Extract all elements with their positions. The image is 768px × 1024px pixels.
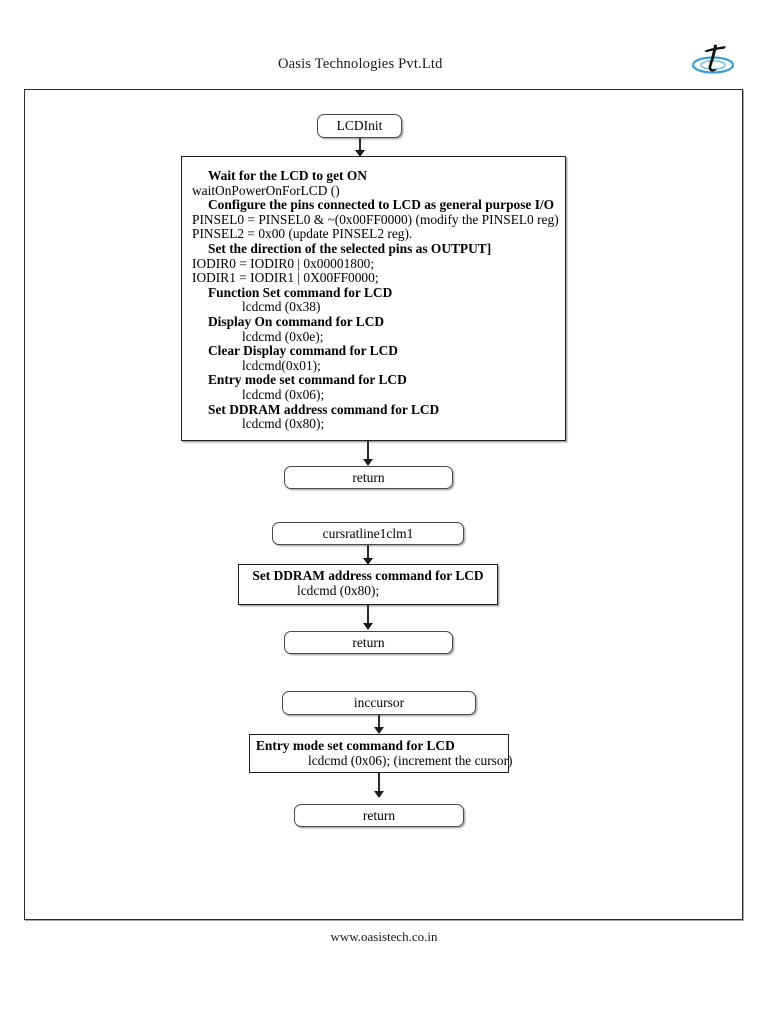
node-init-process[interactable]: Wait for the LCD to get ON waitOnPowerOn… bbox=[181, 156, 566, 441]
proc-line: PINSEL0 = PINSEL0 & ~(0x00FF0000) (modif… bbox=[192, 211, 559, 227]
node-lcdinit[interactable]: LCDInit bbox=[317, 114, 402, 138]
proc-line: lcdcmd (0x38) bbox=[242, 299, 321, 315]
proc-line: lcdcmd (0x0e); bbox=[242, 328, 324, 344]
node-return-3[interactable]: return bbox=[294, 804, 464, 827]
footer-website: www.oasistech.co.in bbox=[330, 929, 438, 944]
proc-line: Clear Display command for LCD bbox=[208, 343, 398, 359]
connector-lcdinit-to-init bbox=[359, 138, 361, 155]
node-cursratline1clm1-label: cursratline1clm1 bbox=[322, 525, 414, 541]
node-return-1[interactable]: return bbox=[284, 466, 453, 489]
page-header: Oasis Technologies Pvt.Ltd bbox=[0, 0, 768, 89]
proc-line: lcdcmd (0x80); bbox=[242, 416, 325, 432]
proc-line: IODIR1 = IODIR1 | 0X00FF0000; bbox=[192, 270, 379, 286]
proc-line: IODIR0 = IODIR0 | 0x00001800; bbox=[192, 255, 375, 271]
proc-line: Display On command for LCD bbox=[208, 313, 385, 329]
proc-line: lcdcmd (0x06); bbox=[242, 386, 325, 402]
node-cursratline1clm1[interactable]: cursratline1clm1 bbox=[272, 522, 464, 545]
connector-ddram-to-return2 bbox=[367, 605, 369, 626]
proc-line: Entry mode set command for LCD bbox=[208, 372, 407, 388]
arrowhead-ddram bbox=[363, 558, 373, 565]
proc-line: Function Set command for LCD bbox=[208, 284, 393, 300]
proc-line: lcdcmd(0x01); bbox=[242, 357, 321, 373]
node-ddram-process[interactable]: Set DDRAM address command for LCD lcdcmd… bbox=[238, 564, 498, 605]
proc-line: PINSEL2 = 0x00 (update PINSEL2 reg). bbox=[192, 226, 413, 242]
proc-line: lcdcmd (0x80); bbox=[297, 582, 380, 598]
connector-entrymode-to-return3 bbox=[378, 773, 380, 794]
arrowhead-entrymode bbox=[374, 727, 384, 734]
connector-init-to-return1 bbox=[367, 441, 369, 461]
node-entrymode-process[interactable]: Entry mode set command for LCD lcdcmd (0… bbox=[249, 734, 513, 773]
document-page-border: LCDInit Wait for the LCD to get ON waitO… bbox=[24, 89, 743, 920]
node-lcdinit-label: LCDInit bbox=[336, 118, 383, 134]
page-title: Oasis Technologies Pvt.Ltd bbox=[278, 56, 443, 72]
connector-inccursor-to-entrymode bbox=[378, 715, 380, 732]
node-return-1-label: return bbox=[352, 469, 385, 485]
node-inccursor[interactable]: inccursor bbox=[282, 691, 476, 715]
node-return-3-label: return bbox=[362, 807, 396, 823]
arrowhead-init bbox=[355, 150, 365, 157]
proc-line: lcdcmd (0x06); (increment the cursor) bbox=[308, 752, 513, 768]
arrowhead-return2 bbox=[363, 623, 373, 630]
page-footer: www.oasistech.co.in bbox=[0, 929, 768, 945]
connector-cursrat-to-ddram bbox=[367, 545, 369, 563]
arrowhead-return3 bbox=[374, 791, 384, 798]
proc-line: Set the direction of the selected pins a… bbox=[208, 240, 492, 256]
proc-line: Wait for the LCD to get ON bbox=[208, 168, 367, 183]
proc-line: Configure the pins connected to LCD as g… bbox=[208, 197, 555, 213]
node-return-2[interactable]: return bbox=[284, 631, 453, 654]
proc-line: Set DDRAM address command for LCD bbox=[208, 401, 440, 417]
proc-line: Set DDRAM address command for LCD bbox=[252, 568, 484, 583]
oasis-t-logo bbox=[686, 38, 742, 80]
arrowhead-return1 bbox=[363, 459, 373, 466]
node-inccursor-label: inccursor bbox=[353, 695, 405, 711]
proc-line: Entry mode set command for LCD bbox=[256, 738, 455, 753]
proc-line: waitOnPowerOnForLCD () bbox=[192, 182, 340, 198]
node-return-2-label: return bbox=[352, 634, 385, 650]
